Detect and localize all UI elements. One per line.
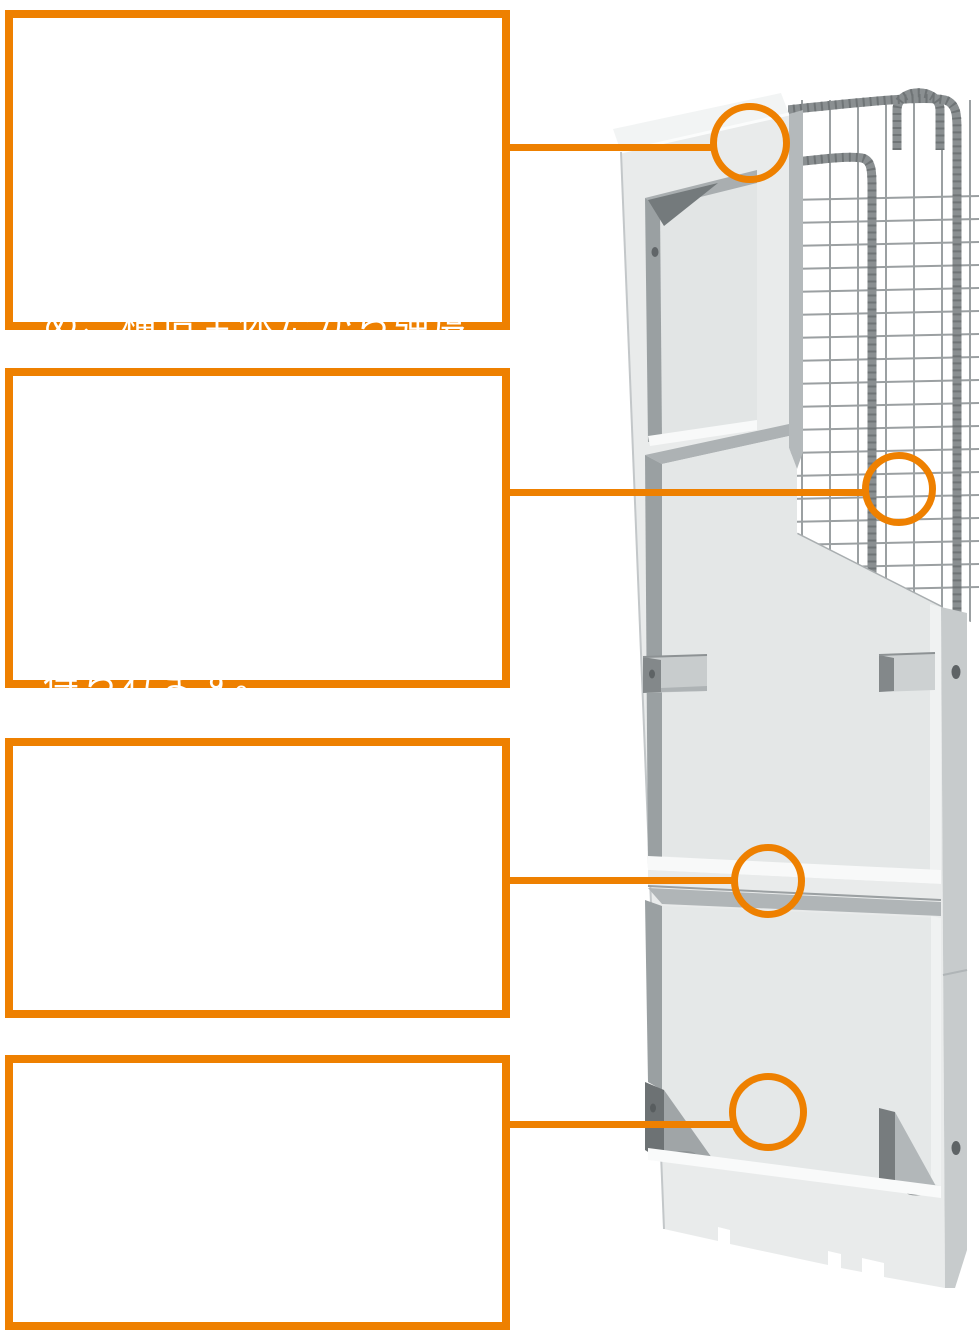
- top-recess-floor: [660, 183, 757, 440]
- lead-line-rib: [510, 877, 735, 884]
- side-hole-upper: [951, 665, 961, 679]
- callout-rib: リブ 強度が求められる部分を厚くし、軽さと強度を両立させました。: [5, 738, 510, 1018]
- callout-rib-title: リブ: [43, 765, 139, 814]
- highlight-ring-rib: [731, 844, 805, 918]
- lead-line-haunch: [510, 1121, 733, 1128]
- callout-concrete: コンクリート 鉄筋をとり囲む強度の高いコンクリートがスキ間なく入り、結合度を高め…: [5, 10, 510, 408]
- top-recess-hole: [651, 247, 659, 257]
- insert-socket-right: [878, 652, 936, 692]
- callout-haunch-title: ハンチ: [43, 1082, 187, 1131]
- callout-haunch-body: 四隅のすみ部を厚くすることで、大きな力がかかる部分を補強しています。: [43, 1156, 473, 1325]
- mesh-vertical-wires: [801, 100, 971, 622]
- panel-side-face: [941, 607, 967, 1288]
- lead-line-rebar: [510, 489, 866, 496]
- lead-line-concrete: [510, 144, 712, 151]
- callout-rebar-title: 鉄筋: [43, 395, 139, 444]
- rebar-mesh: [786, 88, 979, 622]
- highlight-ring-rebar: [862, 452, 936, 526]
- highlight-ring-concrete: [710, 103, 790, 183]
- callout-rebar: 鉄筋 要所に張りめぐらされたメッシュ（網状）の鉄筋が入るので、高い強度が得られま…: [5, 368, 510, 702]
- panel-cut-strip: [789, 110, 803, 469]
- panel-side-seam: [942, 969, 968, 976]
- bottom-recess-right-strip: [931, 916, 941, 1186]
- top-recess: [645, 170, 757, 446]
- top-recess-bottom-highlight: [648, 420, 757, 446]
- callout-concrete-title: コンクリート: [95, 37, 383, 86]
- callout-rib-body: 強度が求められる部分を厚くし、軽さと強度を両立させました。: [43, 839, 473, 1008]
- bottom-recess-bottom-highlight: [648, 1148, 941, 1198]
- insert-socket-left: [642, 654, 708, 693]
- bottom-recess-left-wall: [645, 900, 662, 1090]
- middle-recess-right-strip: [930, 604, 941, 874]
- middle-recess: [642, 424, 941, 874]
- middle-recess-top-wall: [645, 424, 789, 464]
- rebar-bars: [786, 88, 962, 612]
- middle-recess-floor: [662, 436, 941, 874]
- top-recess-left-wall: [645, 198, 662, 442]
- concrete-panel: [613, 93, 968, 1288]
- side-hole-lower: [951, 1141, 961, 1155]
- highlight-ring-haunch: [729, 1073, 807, 1151]
- callout-rebar-body: 要所に張りめぐらされたメッシュ（網状）の鉄筋が入るので、高い強度が得られます。: [43, 469, 473, 702]
- top-recess-corner-gusset: [648, 183, 718, 226]
- callout-haunch: ハンチ 四隅のすみ部を厚くすることで、大きな力がかかる部分を補強しています。: [5, 1055, 510, 1330]
- mesh-horizontal-wires: [787, 195, 979, 592]
- bottom-recess: [645, 900, 941, 1198]
